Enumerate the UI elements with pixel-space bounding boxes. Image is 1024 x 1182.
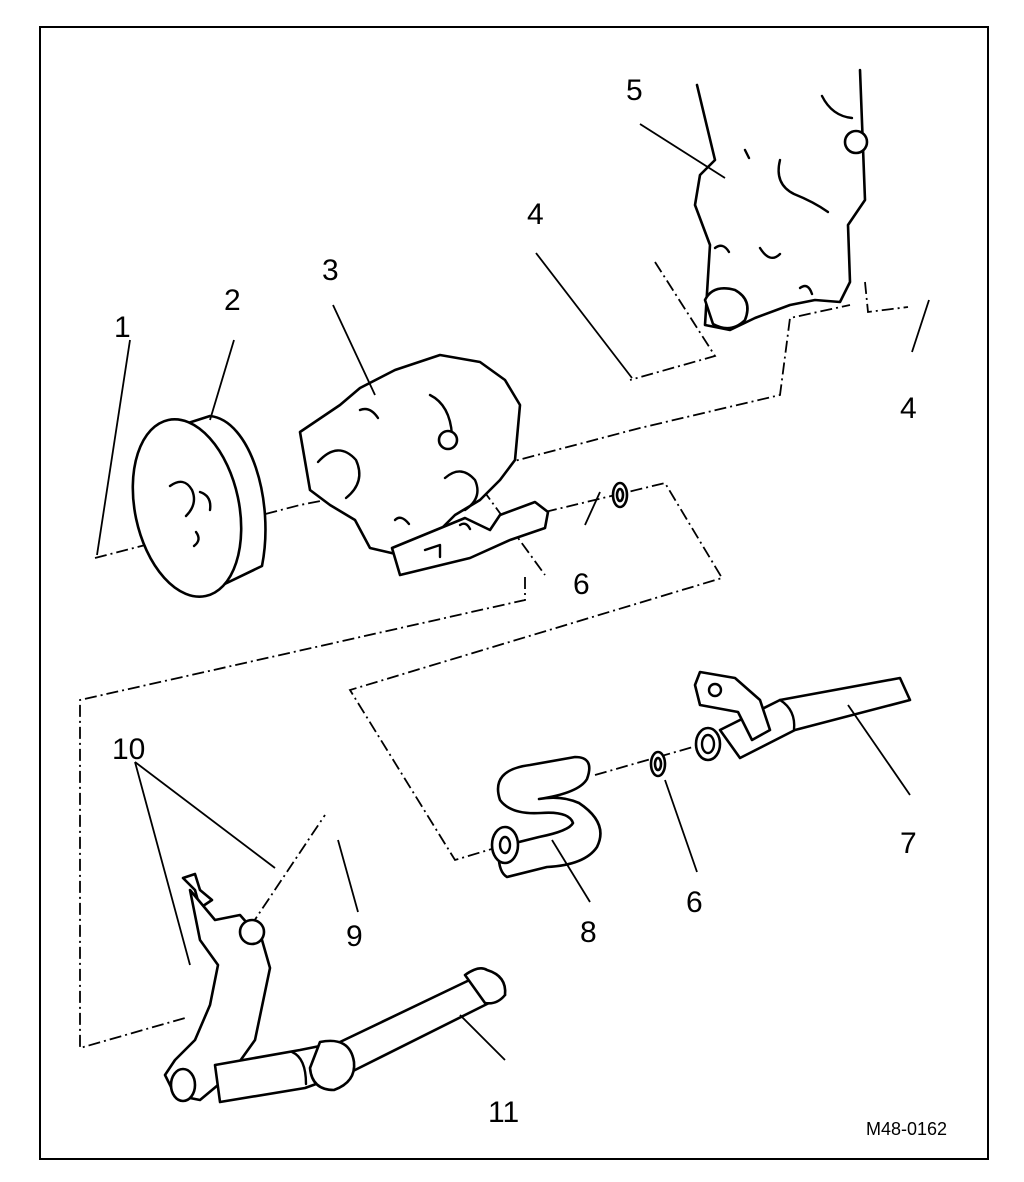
banjo-bolt [181, 872, 214, 910]
callout-7: 7 [900, 827, 917, 860]
return-hose [490, 755, 602, 879]
diagram-frame [39, 26, 989, 1160]
sealing-ring-upper [611, 481, 629, 509]
pressure-line [693, 670, 912, 762]
callout-8: 8 [580, 916, 597, 949]
steering-pump [298, 353, 550, 577]
callout-6-lower: 6 [686, 886, 703, 919]
callout-6-upper: 6 [573, 568, 590, 601]
mounting-bracket [693, 68, 869, 332]
callout-4-left: 4 [527, 198, 544, 231]
sealing-ring-lower [649, 750, 667, 778]
figure-reference: M48-0162 [866, 1119, 947, 1139]
feed-line [163, 888, 507, 1104]
callout-1: 1 [114, 311, 131, 344]
callout-10: 10 [112, 733, 145, 766]
leader-lines [96, 123, 930, 1061]
callout-4-right: 4 [900, 392, 917, 425]
callout-2: 2 [224, 284, 241, 317]
callout-9: 9 [346, 920, 363, 953]
callout-labels: 1 2 3 4 4 5 6 6 7 8 9 10 11 [112, 74, 917, 1129]
callout-3: 3 [322, 254, 339, 287]
pulley [131, 414, 267, 598]
callout-11: 11 [488, 1096, 519, 1129]
callout-5: 5 [626, 74, 643, 107]
